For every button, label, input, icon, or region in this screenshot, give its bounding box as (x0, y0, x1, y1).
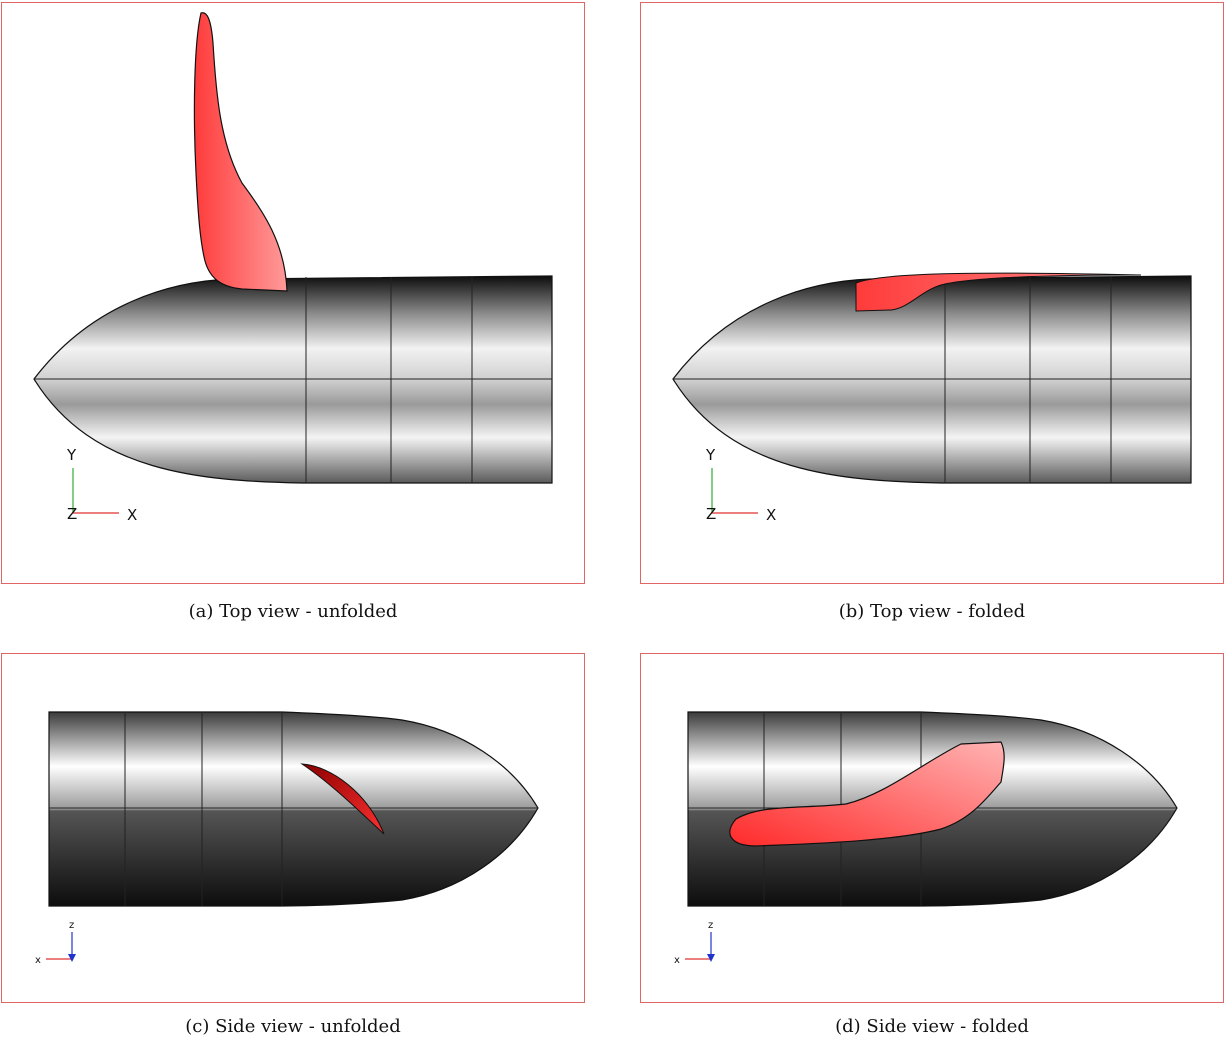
axis-label-z: Z (706, 505, 716, 523)
fin-unfolded (193, 12, 288, 292)
caption-d: (d) Side view - folded (835, 1016, 1029, 1037)
axis-triad: z x (674, 920, 715, 966)
axis-label-z: z (69, 920, 74, 931)
axis-triad: Y Z X (705, 446, 776, 524)
fin-folded (729, 741, 1005, 847)
fin-unfolded (300, 763, 385, 835)
caption-b: (b) Top view - folded (838, 601, 1026, 622)
caption-a: (a) Top view - unfolded (188, 601, 398, 622)
axis-label-x: X (766, 506, 776, 524)
axis-label-x: x (35, 955, 41, 966)
side-folded-figure: z x (674, 711, 1178, 966)
fin-folded (855, 272, 1142, 312)
axis-label-x: X (127, 506, 137, 524)
axis-label-y: Y (705, 446, 716, 464)
caption-c: (c) Side view - unfolded (185, 1016, 401, 1037)
axis-label-z: z (708, 920, 713, 931)
panel-top-unfolded: Y Z X (1, 2, 585, 584)
side-unfolded-figure: z x (35, 711, 539, 966)
top-folded-figure: Y Z X (672, 272, 1192, 524)
axis-label-x: x (674, 955, 680, 966)
axis-triad: Y Z X (66, 446, 137, 524)
axis-triad: z x (35, 920, 76, 966)
axis-label-z: Z (67, 505, 77, 523)
missile-body (48, 711, 539, 907)
panel-side-unfolded: z x (1, 653, 585, 1003)
axis-label-y: Y (66, 446, 77, 464)
panel-top-folded: Y Z X (640, 2, 1224, 584)
top-unfolded-figure: Y Z X (33, 12, 553, 524)
panel-side-folded: z x (640, 653, 1224, 1003)
